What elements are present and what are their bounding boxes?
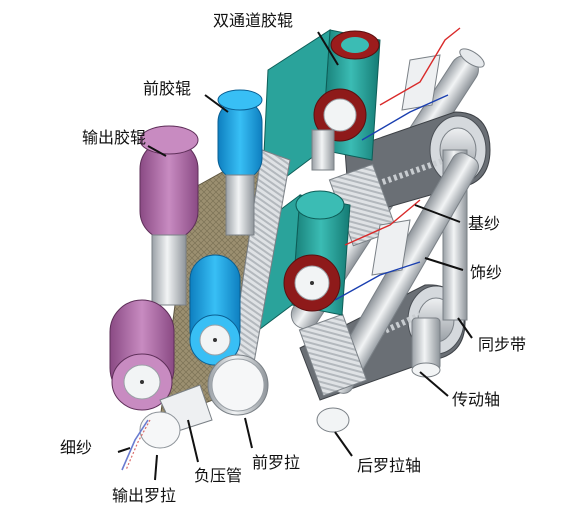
back-roller-shaft [316, 152, 479, 433]
front-top-roller-lower [189, 254, 241, 366]
leader-output-bottom-roller [154, 454, 158, 481]
leader-fine-yarn [117, 447, 131, 453]
leader-output-top-roller [147, 145, 167, 157]
label-drive-shaft: 传动轴 [452, 390, 501, 409]
label-back-roller-shaft: 后罗拉轴 [357, 456, 422, 475]
leader-timing-belt [457, 317, 473, 339]
label-output-bottom-roller: 输出罗拉 [112, 486, 177, 505]
leader-back-roller-shaft [334, 431, 353, 457]
label-fine-yarn: 细纱 [60, 438, 93, 457]
yarn-guide-upper [361, 27, 461, 141]
leader-base-yarn [414, 204, 461, 223]
leader-decorative-yarn [424, 257, 464, 271]
fine-yarn [121, 419, 151, 471]
label-output-top-roller: 输出胶辊 [82, 128, 147, 147]
leader-negative-pressure-tube [187, 419, 199, 463]
leader-dual-channel-roller [317, 31, 339, 66]
label-dual-channel-roller: 双通道胶辊 [213, 11, 294, 30]
output-top-roller-lower [109, 299, 175, 411]
label-negative-pressure-tube: 负压管 [194, 466, 243, 485]
front-bottom-roller [207, 354, 269, 416]
label-decorative-yarn: 饰纱 [470, 263, 503, 282]
label-front-bottom-roller: 前罗拉 [252, 453, 301, 472]
output-top-roller-upper [139, 125, 199, 306]
yarn-guide-lower [334, 199, 421, 301]
label-timing-belt: 同步带 [478, 335, 527, 354]
label-base-yarn: 基纱 [468, 214, 501, 233]
front-top-roller-upper [217, 89, 263, 236]
leader-drive-shaft [419, 371, 449, 397]
label-front-top-roller: 前胶辊 [143, 79, 192, 98]
leader-lines [117, 31, 473, 481]
leader-front-bottom-roller [244, 417, 253, 449]
dual-channel-roller-upper [261, 29, 381, 197]
leader-front-top-roller [204, 94, 229, 113]
